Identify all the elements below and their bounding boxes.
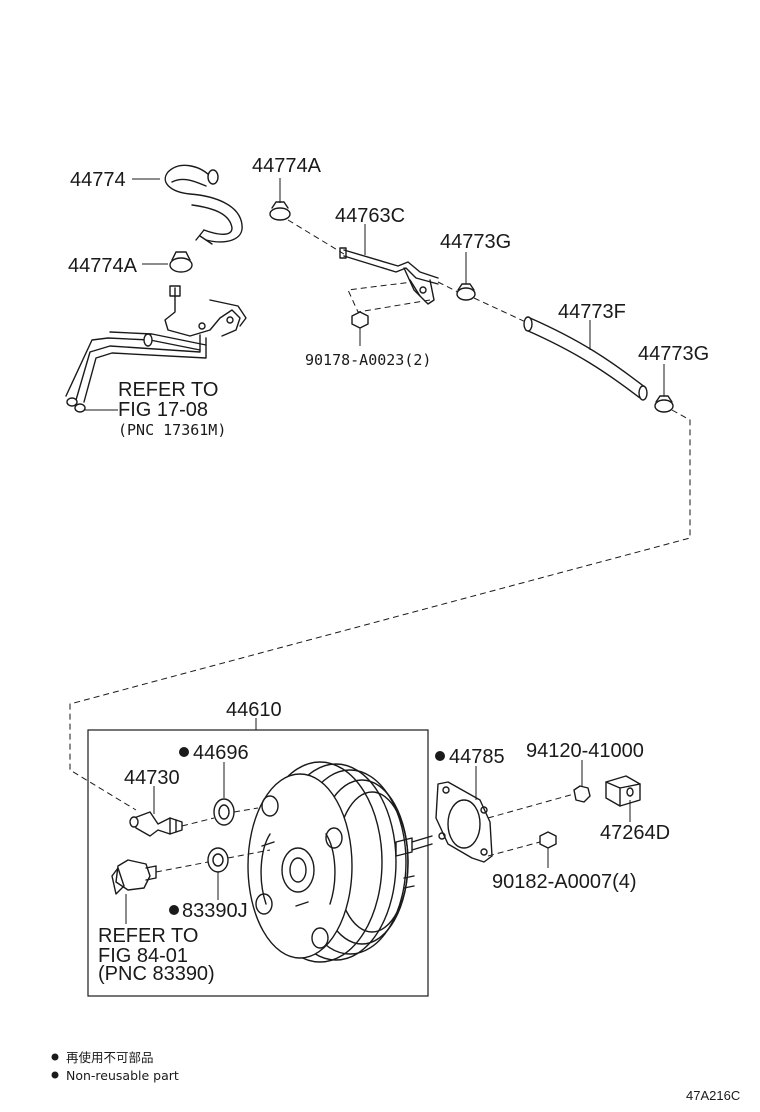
- vacuum-sensor: [111, 859, 157, 895]
- label-90182-A0007: 90182-A0007(4): [492, 871, 637, 893]
- vacuum-pipe-44763C[interactable]: [339, 247, 439, 305]
- label-90178-A0023: 90178-A0023(2): [305, 351, 431, 369]
- hose-clip-44773G-right[interactable]: [654, 395, 674, 413]
- vacuum-hose-44774[interactable]: [164, 164, 243, 245]
- label-44774A-top: 44774A: [252, 155, 322, 177]
- label-83390J: 83390J: [182, 900, 248, 922]
- gasket-44785[interactable]: [435, 781, 493, 863]
- nut-90182-A0007[interactable]: [539, 831, 557, 849]
- ref-fig-17-08-line1: REFER TO: [118, 379, 218, 401]
- label-44610: 44610: [226, 699, 282, 721]
- clevis-47264D[interactable]: [605, 775, 641, 807]
- diagram-code: 47A216C: [686, 1088, 740, 1103]
- label-44773G-top: 44773G: [440, 231, 511, 253]
- label-44763C: 44763C: [335, 205, 405, 227]
- label-44774: 44774: [70, 169, 126, 191]
- label-44773G-right: 44773G: [638, 343, 709, 365]
- label-47264D: 47264D: [600, 822, 670, 844]
- label-44774A-left: 44774A: [68, 255, 138, 277]
- label-94120-41000: 94120-41000: [526, 740, 644, 762]
- hose-clip-44774A-top[interactable]: [269, 201, 291, 221]
- ref-fig-17-08-line3: (PNC 17361M): [118, 421, 226, 439]
- vacuum-hose-44773F[interactable]: [523, 316, 648, 401]
- nut-94120-41000[interactable]: [573, 785, 591, 803]
- non-reusable-mark-83390J: [169, 905, 179, 915]
- legend-bullet-1: [51, 1053, 59, 1061]
- grommet-83390J[interactable]: [207, 847, 229, 873]
- ref-fig-84-01-line3: (PNC 83390): [98, 963, 215, 985]
- label-44785: 44785: [449, 746, 505, 768]
- nut-90178-A0023[interactable]: [351, 311, 369, 329]
- brake-booster-44610[interactable]: [247, 761, 433, 963]
- check-valve-44730[interactable]: [129, 811, 183, 837]
- legend-bullet-2: [51, 1071, 59, 1079]
- label-44696: 44696: [193, 742, 249, 764]
- non-reusable-mark-44696: [179, 747, 189, 757]
- legend-item-jp: 再使用不可部品: [66, 1050, 154, 1065]
- hose-clip-44774A-left[interactable]: [169, 251, 193, 273]
- vacuum-pipe-assembly: [65, 285, 247, 413]
- ref-fig-84-01-line2: FIG 84-01: [98, 945, 188, 967]
- label-44730: 44730: [124, 767, 180, 789]
- ref-fig-17-08-line2: FIG 17-08: [118, 399, 208, 421]
- non-reusable-mark-44785: [435, 751, 445, 761]
- grommet-44696[interactable]: [213, 798, 235, 826]
- legend-item-en: Non-reusable part: [66, 1068, 179, 1083]
- ref-fig-84-01-line1: REFER TO: [98, 925, 198, 947]
- hose-clip-44773G-top[interactable]: [456, 283, 476, 301]
- booster-assembly-frame: [87, 729, 429, 997]
- label-44773F: 44773F: [558, 301, 626, 323]
